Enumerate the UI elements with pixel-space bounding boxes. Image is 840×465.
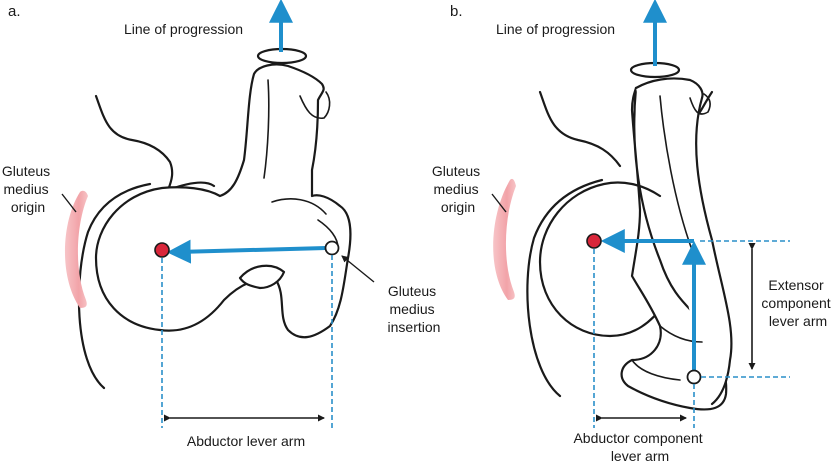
panel-a-origin-leader (61, 193, 77, 213)
panel-b-trochanter-contour (659, 325, 703, 343)
panel-b-extensor-line-3: lever arm (769, 313, 827, 329)
panel-b-extensor-label: Extensor component lever arm (761, 277, 834, 329)
panel-a-line-of-progression-label: Line of progression (124, 21, 243, 37)
panel-a-insertion-point (324, 240, 340, 256)
panel-b-letter: b. (450, 3, 463, 20)
panel-b-extensor-line-2: component (761, 295, 830, 311)
panel-b-femoral-head (538, 181, 666, 338)
panel-a: a. Line of progression Gluteus medius or… (2, 0, 441, 449)
panel-b-origin-line-2: medius (433, 181, 478, 197)
panel-a-insertion-label: Gluteus medius insertion (388, 283, 441, 335)
panel-b-shaft-contour (659, 95, 693, 251)
panel-a-gluteus-origin-shape (64, 190, 88, 308)
panel-b-acetabulum (526, 178, 604, 398)
panel-a-lesser-trochanter (238, 264, 286, 290)
panel-a-pelvis-outline (94, 94, 216, 192)
panel-b-shaft-contour-2 (689, 93, 711, 115)
panel-b-origin-line-1: Gluteus (432, 163, 480, 179)
panel-a-origin-line-2: medius (3, 181, 48, 197)
panel-a-femur-proximal (94, 63, 352, 339)
panel-b-abductor-line-1: Abductor component (573, 430, 702, 446)
panel-b-gluteus-origin-shape (493, 178, 516, 300)
panel-a-origin-line-1: Gluteus (2, 163, 50, 179)
panel-a-insertion-line-2: medius (389, 301, 434, 317)
panel-b-trochanter-contour-2 (631, 359, 681, 381)
panel-a-insertion-line-3: insertion (388, 319, 441, 335)
panel-b-line-of-progression-label: Line of progression (496, 21, 615, 37)
panel-a-insertion-line-1: Gluteus (388, 283, 436, 299)
panel-a-shaft-contour (263, 79, 270, 179)
panel-a-insertion-leader (341, 255, 375, 283)
panel-b-insertion-point (686, 369, 702, 385)
panel-a-letter: a. (8, 3, 21, 20)
panel-b-origin-line-3: origin (441, 199, 475, 215)
panel-b-origin-label: Gluteus medius origin (432, 163, 484, 215)
panel-b-abductor-line-2: lever arm (611, 448, 669, 464)
panel-b: b. Line of progression Gluteus medius or… (432, 0, 834, 464)
panel-b-extensor-line-1: Extensor (768, 277, 824, 293)
panel-a-acetabulum (77, 182, 152, 390)
panel-b-abductor-label: Abductor component lever arm (573, 430, 706, 464)
panel-b-origin-leader (491, 193, 507, 213)
panel-a-hip-center (154, 242, 170, 258)
panel-b-pelvis-outline (538, 90, 622, 168)
panel-b-hip-center (586, 233, 602, 249)
panel-a-neck-contour (271, 198, 327, 215)
panel-a-abductor-force-arrow (166, 239, 327, 264)
panel-a-shaft-contour-2 (299, 91, 331, 120)
panel-a-lever-arm-label: Abductor lever arm (187, 433, 305, 449)
panel-a-origin-line-3: origin (11, 199, 45, 215)
panel-a-origin-label: Gluteus medius origin (2, 163, 54, 215)
